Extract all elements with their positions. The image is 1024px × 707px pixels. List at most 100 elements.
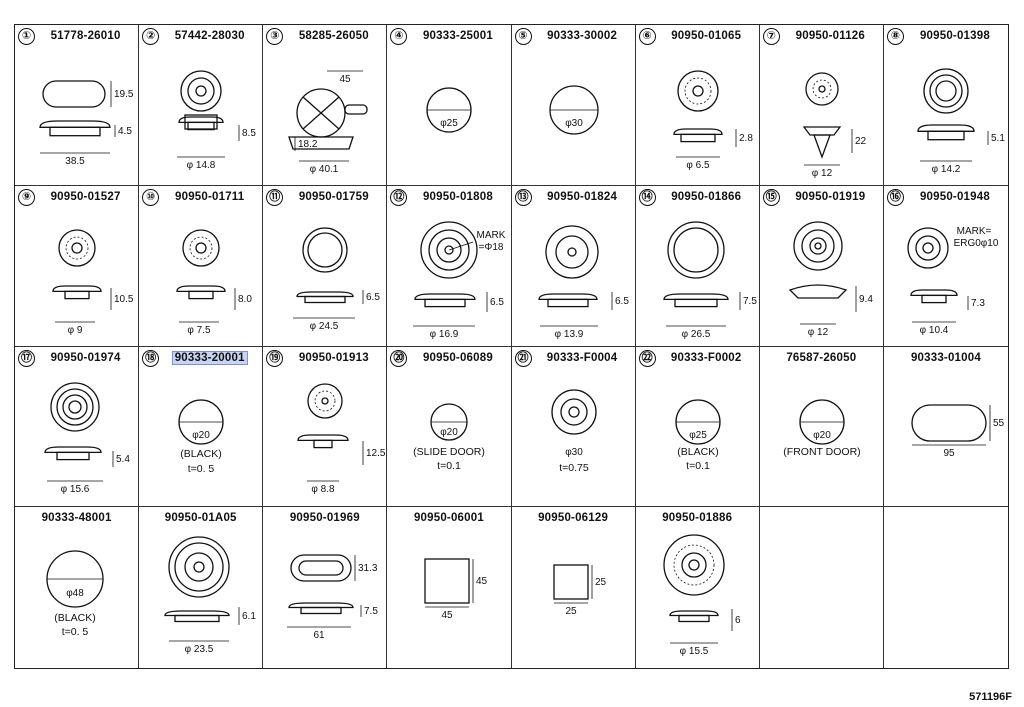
part-number[interactable]: 90950-06089	[405, 352, 510, 364]
ring-outline	[307, 382, 343, 419]
item-number: ⑭	[638, 188, 656, 206]
dimension-label: 6.5	[615, 296, 629, 307]
ring-outline	[321, 396, 329, 405]
part-drawing: 22φ 12	[802, 72, 866, 179]
part-number-text: 90333-F0004	[546, 351, 618, 364]
ring-outline	[676, 70, 719, 112]
part-number-text: 90950-01969	[289, 512, 360, 525]
part-number[interactable]: 90950-01527	[33, 191, 138, 203]
part-number[interactable]: 90950-01759	[281, 191, 386, 203]
grommet-side-view	[44, 445, 102, 453]
item-number: ⑦	[762, 28, 780, 45]
ring-outline	[193, 561, 205, 573]
part-number[interactable]: 90950-01919	[778, 191, 883, 203]
part-number[interactable]: 90950-01065	[654, 30, 759, 42]
dimension-label: 5.4	[116, 454, 130, 465]
empty-cell	[760, 507, 884, 668]
thickness-note: t=0. 5	[62, 626, 89, 638]
part-number[interactable]: 90950-01974	[33, 352, 138, 364]
part-number[interactable]: 90333-F0004	[530, 352, 635, 364]
part-number[interactable]: 90950-01808	[405, 191, 510, 203]
part-number[interactable]: 90950-01886	[636, 512, 759, 524]
part-number[interactable]: 90950-01913	[281, 352, 386, 364]
ring-outline	[691, 85, 704, 97]
ring-outline	[915, 235, 941, 261]
part-number[interactable]: 90333-25001	[405, 30, 510, 42]
part-drawing: 6.1φ 23.5	[164, 536, 256, 655]
grommet-neck	[679, 133, 716, 143]
ring-outline	[935, 80, 957, 102]
part-number[interactable]: 90950-01A05	[139, 512, 262, 524]
part-number[interactable]: 90333-48001	[15, 512, 138, 524]
part-number[interactable]: 90950-01824	[530, 191, 635, 203]
part-number[interactable]: 90333-01004	[884, 352, 1008, 364]
part-number[interactable]: 58285-26050	[281, 30, 386, 42]
part-number[interactable]: 90950-01398	[902, 30, 1008, 42]
part-number[interactable]: 90950-01948	[902, 191, 1008, 203]
ring-outline	[428, 229, 471, 271]
part-number[interactable]: 90950-06129	[512, 512, 635, 524]
part-number[interactable]: 90333-30002	[530, 30, 635, 42]
ring-outline	[673, 544, 715, 586]
part-number[interactable]: 90333-20001	[157, 350, 262, 365]
part-number-text: 90333-30002	[547, 30, 618, 42]
part-number[interactable]: 51778-26010	[33, 30, 138, 42]
thickness-note: t=0. 5	[188, 463, 215, 475]
ring-outline	[801, 229, 835, 263]
part-number[interactable]: 57442-28030	[157, 30, 262, 42]
ring-outline	[307, 232, 343, 268]
part-number[interactable]: 76587-26050	[760, 352, 883, 364]
part-number-text: 76587-26050	[786, 351, 857, 364]
mark-label: MARK=	[957, 226, 992, 237]
cap-side	[288, 136, 355, 150]
part-number-text: 90950-01759	[298, 190, 369, 203]
part-number[interactable]: 90950-01969	[263, 512, 386, 524]
ring-outline	[189, 236, 213, 260]
part-drawing: 12.5φ 8.8	[297, 382, 386, 495]
part-drawing: 31.37.561	[287, 554, 379, 641]
item-number: ④	[390, 28, 408, 45]
part-number[interactable]: 90333-F0002	[654, 352, 759, 364]
part-number[interactable]: 90950-01866	[654, 191, 759, 203]
mark-label: ERG0φ10	[953, 238, 998, 249]
grommet-side-view	[176, 285, 226, 292]
dimension-label: φ 8.8	[312, 484, 336, 495]
part-number[interactable]: 90950-06001	[387, 512, 510, 524]
part-number[interactable]: 90950-01711	[157, 191, 262, 203]
part-number[interactable]: 90950-01126	[778, 30, 883, 42]
grommet-side-view	[52, 285, 102, 292]
oval-hole-top	[42, 80, 106, 108]
ring-outline	[684, 77, 712, 105]
